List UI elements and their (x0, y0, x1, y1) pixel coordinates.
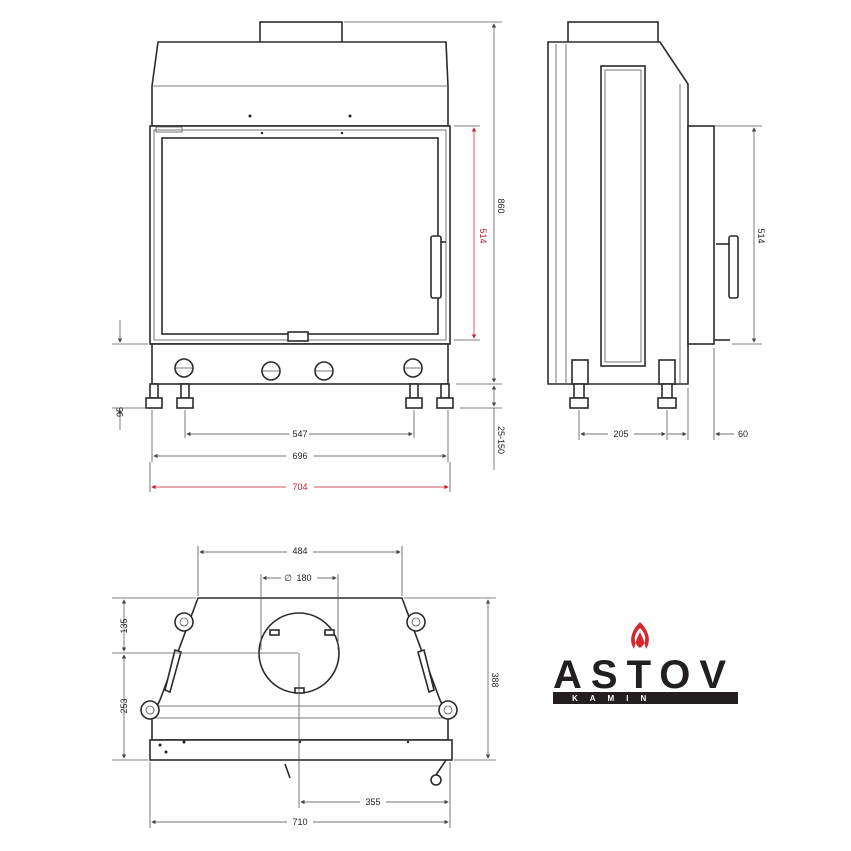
side-dim-offset: 60 (738, 429, 748, 439)
front-dim-adjust: 25-150 (496, 426, 506, 454)
top-dim-total-width: 710 (292, 817, 307, 827)
front-dim-total-width: 704 (292, 482, 307, 492)
top-dim-front-depth: 135 (119, 618, 129, 633)
top-dim-flue: 180 (296, 573, 311, 583)
top-dim-top-width: 484 (292, 546, 307, 556)
front-air-controls (174, 358, 423, 381)
front-dim-body-width: 696 (292, 451, 307, 461)
side-flue-collar (567, 21, 659, 45)
front-hood (151, 41, 449, 127)
logo-brand: ASTOV (553, 653, 735, 697)
front-dim-feet-spacing: 547 (292, 429, 307, 439)
front-door-frame (149, 125, 451, 345)
front-view: 860 514 95 25-150 547 547 696 7 (112, 21, 506, 492)
front-dim-glass: 514 (478, 228, 488, 243)
front-dim-foot: 95 (115, 407, 125, 417)
top-dim-total-depth: 388 (490, 672, 500, 687)
side-dim-glass: 514 (756, 228, 766, 243)
astov-logo: ASTOV KAMIN (553, 622, 738, 704)
front-dim-height: 860 (496, 198, 506, 213)
side-view: 514 205 60 (547, 21, 766, 440)
side-feet (569, 359, 677, 409)
side-door-handle (728, 235, 739, 299)
front-flue-collar (259, 21, 343, 45)
top-front-plate (149, 739, 453, 761)
front-base (151, 343, 449, 385)
svg-text:547: 547 (292, 429, 307, 439)
top-dim-diameter-icon: ∅ (284, 573, 292, 583)
logo-bar (553, 692, 738, 704)
side-dim-feet-spacing: 205 (613, 429, 628, 439)
side-rear-panel (687, 125, 715, 345)
front-door-handle (430, 235, 442, 299)
top-dim-center-offset: 355 (365, 797, 380, 807)
flame-icon (631, 622, 649, 649)
logo-sub: KAMIN (572, 694, 658, 703)
front-feet (145, 383, 454, 409)
top-view: 484 ∅ 180 135 253 388 355 710 (112, 545, 500, 828)
side-window (600, 65, 646, 367)
top-dim-rear-depth: 253 (119, 698, 129, 713)
top-feet (140, 612, 458, 720)
